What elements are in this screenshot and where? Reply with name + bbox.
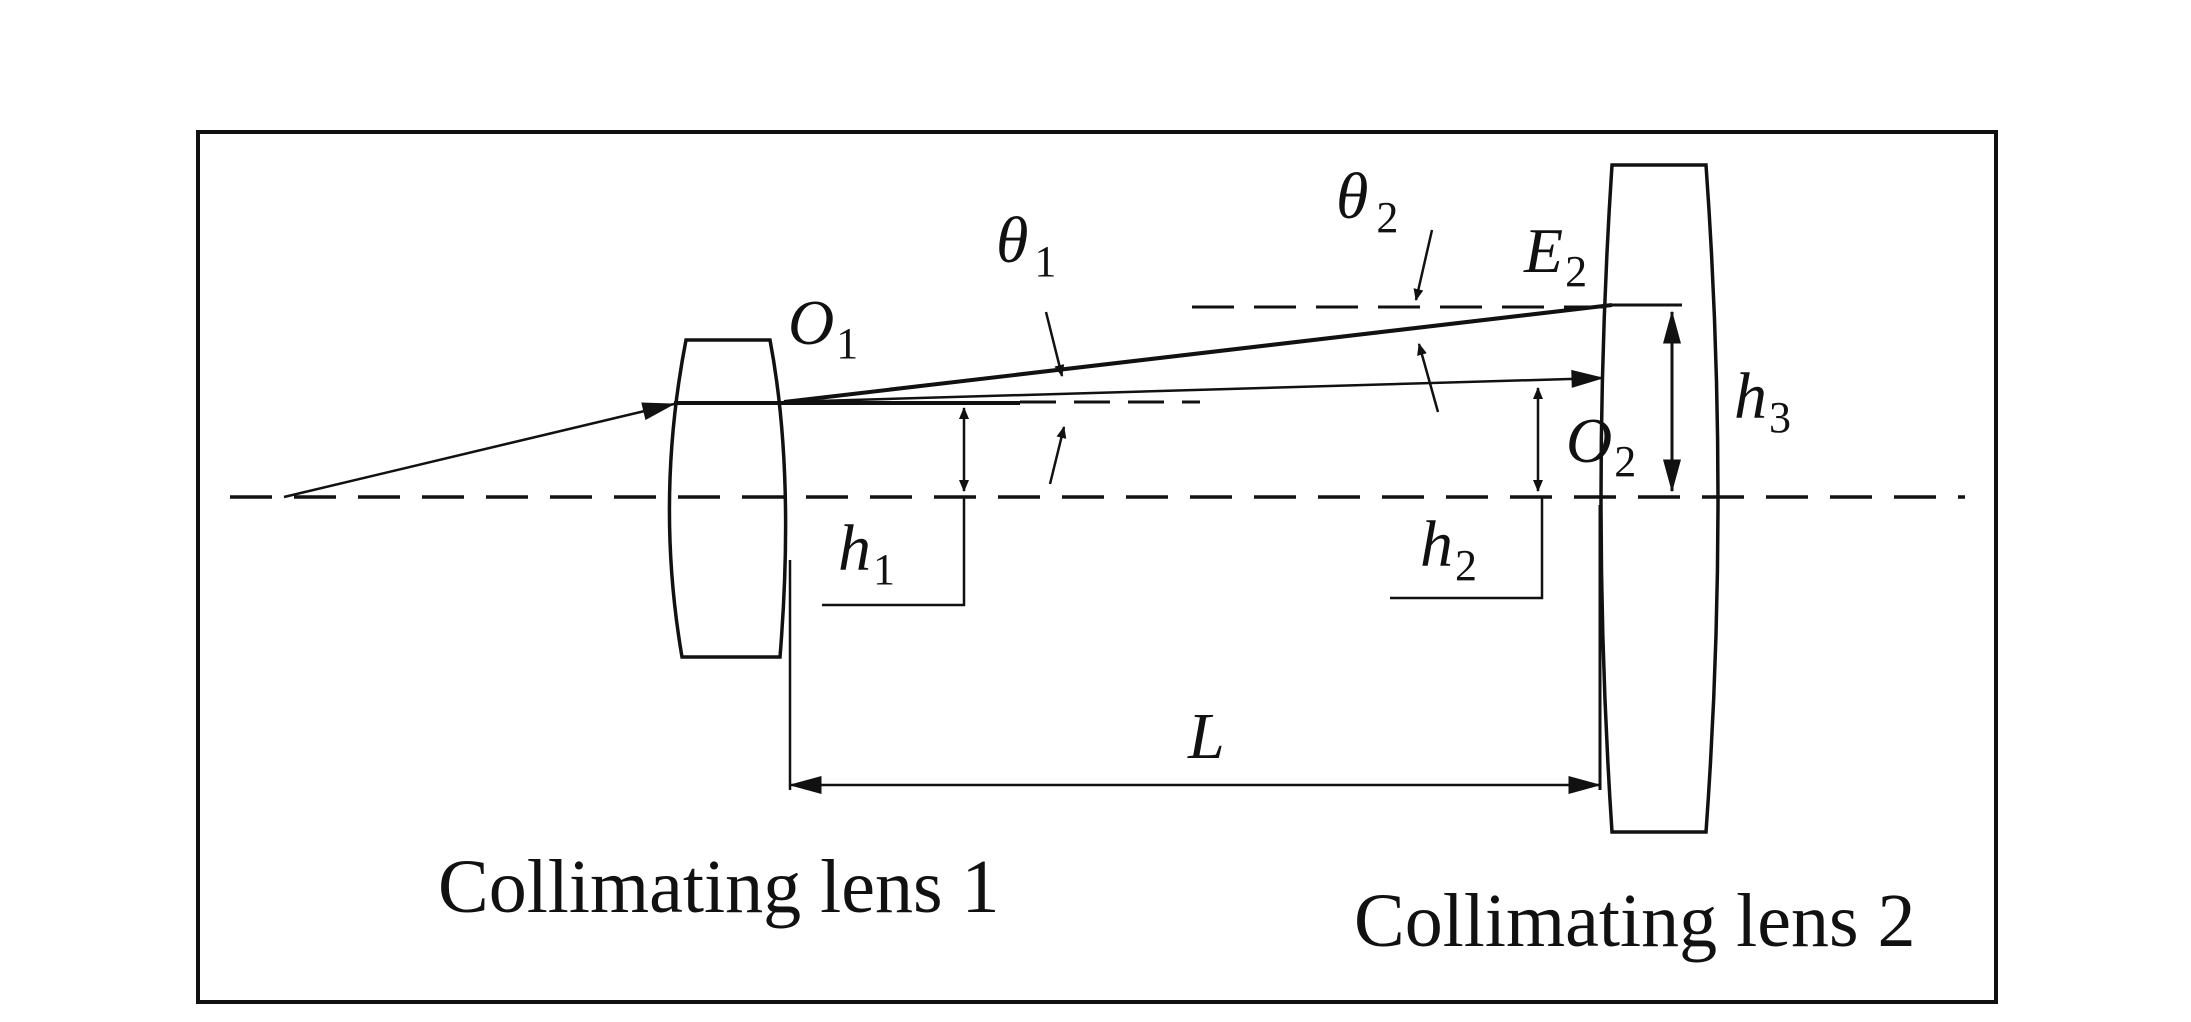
e2-label: E2 — [1523, 215, 1587, 296]
ray-o1-to-o2 — [783, 369, 1605, 404]
h2-leader — [1390, 497, 1544, 600]
theta2-arrow-lower — [1417, 343, 1440, 413]
o2-label: O2 — [1566, 405, 1636, 486]
h1-label: h1 — [838, 512, 895, 594]
theta1-arrow-lower — [1048, 426, 1067, 485]
theta2-arrow-upper — [1413, 229, 1434, 301]
h1-leader — [822, 497, 966, 607]
incoming-ray — [283, 402, 676, 499]
lens2-caption: Collimating lens 2 — [1354, 879, 1916, 963]
o1-label: O1 — [788, 287, 858, 368]
ray-o1-to-e2 — [783, 303, 1613, 404]
h3-label: h3 — [1734, 360, 1791, 442]
theta1-arrow-upper — [1044, 311, 1065, 377]
collimating-lens-1 — [667, 338, 788, 659]
collimating-lens-2 — [1599, 163, 1720, 834]
lens1-caption: Collimating lens 1 — [438, 845, 1000, 929]
l-label: L — [1187, 700, 1225, 773]
diagram-frame — [196, 130, 1998, 1004]
h2-label: h2 — [1420, 508, 1477, 590]
